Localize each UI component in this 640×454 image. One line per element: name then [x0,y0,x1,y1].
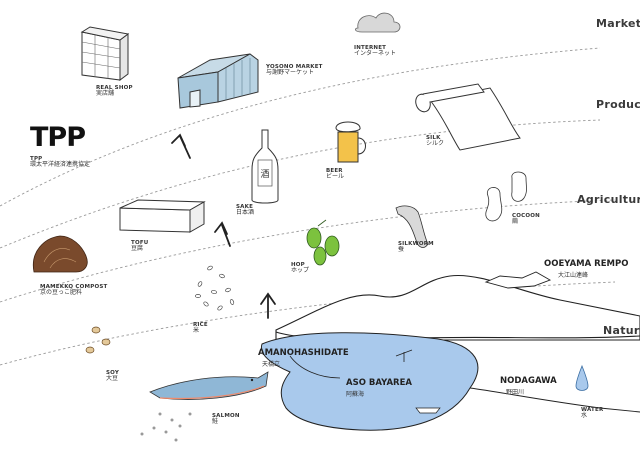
category-agriculture: Agriculture [577,193,640,206]
soybeans-icon [86,327,110,353]
arrow-up-2 [215,223,230,246]
ooeyama-title: OOEYAMA REMPO [544,259,628,269]
amanohashidate-title: AMANOHASHIDATE [258,348,349,358]
sake-bottle-icon [252,130,278,203]
yosono-market-shed-icon [178,54,258,108]
category-nature: Nature [603,324,640,337]
real-shop-building-icon [82,27,128,80]
nodagawa-river [470,388,640,412]
nodagawa-jp: 野田川 [506,387,524,396]
water-drop-icon [576,366,588,391]
tofu-block-icon [120,200,204,232]
sake-label-text: 酒 [260,169,269,180]
compost-pile-icon [33,236,87,272]
fish-eggs-icon [141,413,192,442]
nodagawa-title: NODAGAWA [500,376,557,386]
boat-icon [416,408,440,413]
tpp-logo: TPP [30,122,85,153]
arrow-up-1 [172,135,190,158]
cloud-icon [355,13,400,32]
arrow-up-3 [261,294,275,318]
aso-bay-jp: 阿蘇海 [346,389,364,398]
hop-icon [307,220,339,265]
category-market: Market [596,17,640,30]
ooeyama-jp: 大江山連峰 [558,270,588,279]
category-product: Product [596,98,640,111]
salmon-icon [150,372,268,400]
amanohashidate-jp: 天橋立 [262,359,280,368]
rice-grains-icon [195,265,234,311]
aso-bay-title: ASO BAYAREA [346,378,412,388]
beer-mug-icon [336,122,366,162]
